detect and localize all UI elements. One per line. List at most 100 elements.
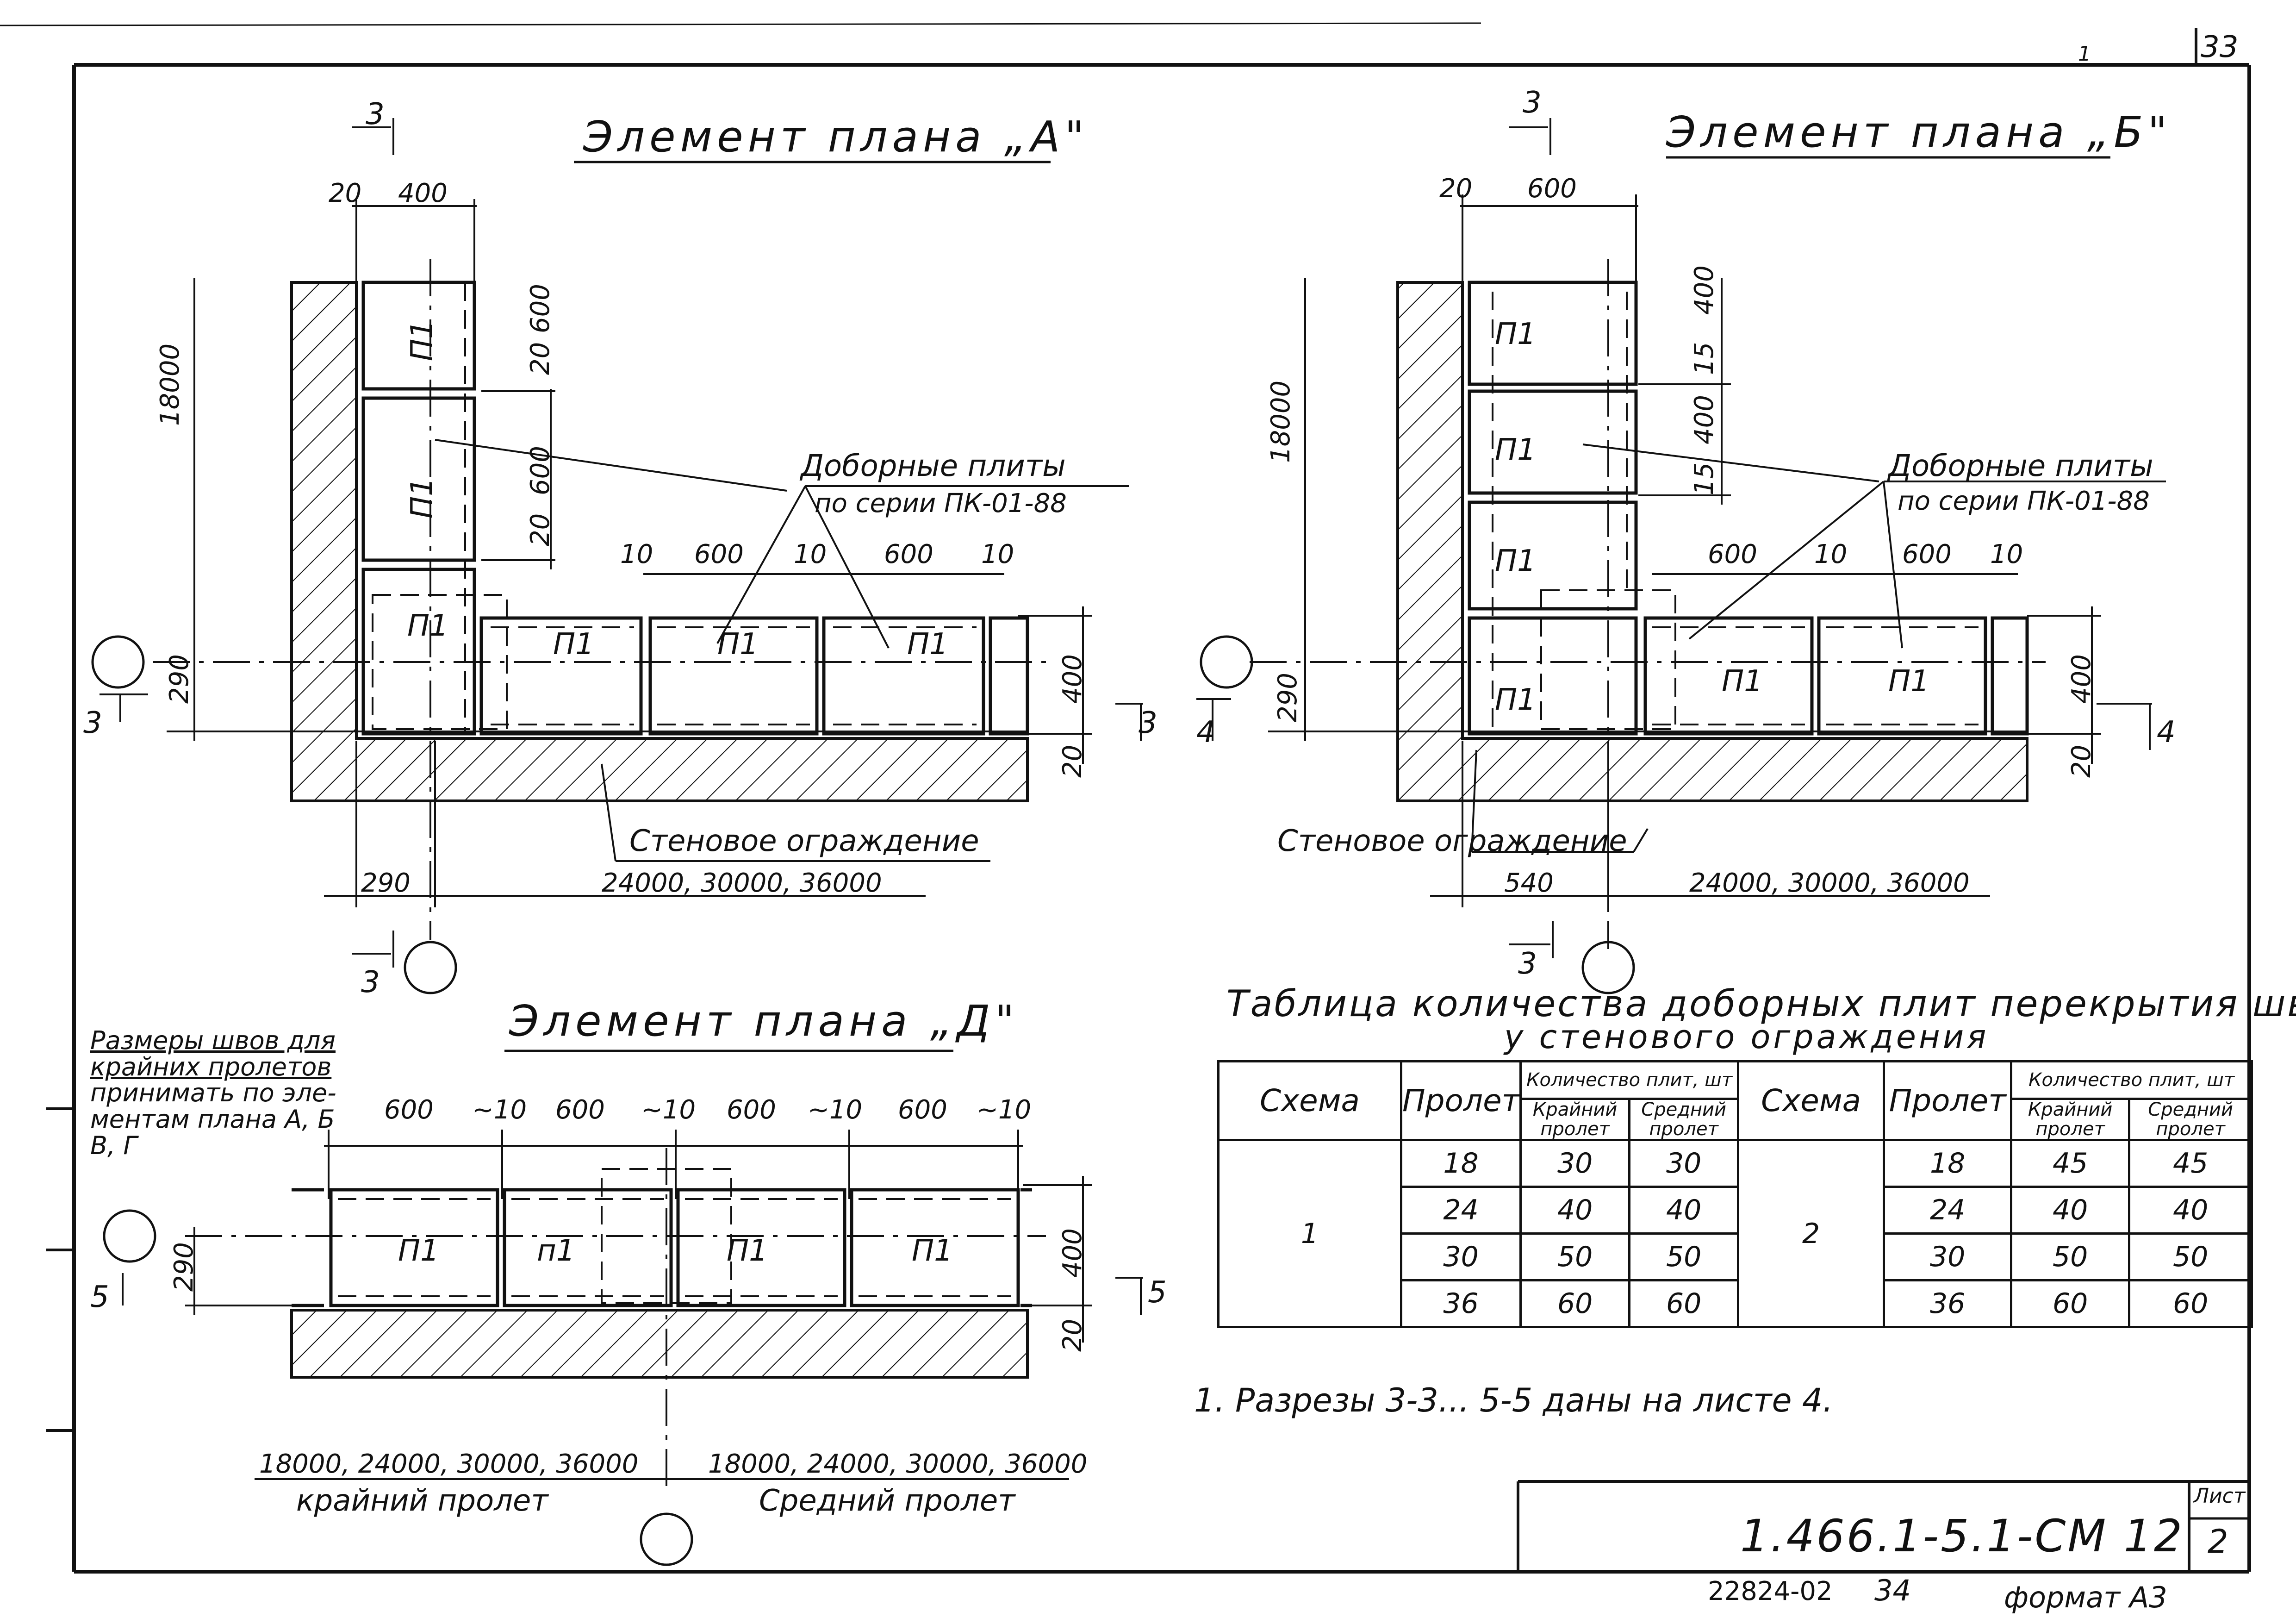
spans-left-label: крайний пролет: [296, 1484, 548, 1518]
slab-a-2: П1: [405, 477, 439, 518]
element-d-plan: [103, 1049, 1143, 1566]
slab-b-3: П1: [1495, 544, 1536, 578]
slab-a-5: П1: [717, 627, 759, 662]
table-title-line1: Таблица количества доборных плит перекры…: [1226, 983, 2296, 1025]
dim-a-10b: 10: [794, 539, 827, 569]
dim-d-sep-1: ~10: [472, 1095, 527, 1125]
sheet-frame: [0, 22, 2251, 1574]
dim-a-20-mid: 20: [525, 342, 555, 375]
note-line-2: крайних пролетов: [90, 1052, 332, 1081]
element-a-title: Элемент плана „А": [583, 112, 1089, 162]
slab-a-4: П1: [553, 627, 594, 662]
dim-b-18000: 18000: [1266, 380, 1296, 463]
hdr-edge-1: Крайний пролет: [1519, 1098, 1631, 1141]
spans-left: 18000, 24000, 30000, 36000: [259, 1449, 639, 1479]
dim-a-600-mid: 600: [525, 446, 555, 495]
cell-edge1-r2: 40: [1519, 1186, 1631, 1235]
dim-b-600a: 600: [1708, 539, 1757, 569]
slab-d-3: П1: [727, 1234, 768, 1268]
hdr-mid-2: Средний пролет: [2128, 1098, 2253, 1141]
cell-edge2-r2: 40: [2010, 1186, 2131, 1235]
cell-span1-r3: 30: [1400, 1232, 1522, 1281]
scheme-1: 1: [1217, 1139, 1402, 1328]
designation: 1.466.1-5.1-СМ 12: [1740, 1510, 2184, 1562]
dim-a-600-top: 600: [525, 284, 555, 333]
dim-d-sep-4: ~10: [977, 1095, 1032, 1125]
dim-a-span: 24000, 30000, 36000: [602, 868, 882, 898]
dim-b-10a: 10: [1814, 539, 1848, 569]
element-d-title: Элемент плана „Д": [509, 996, 1019, 1046]
dim-a-600b: 600: [884, 539, 933, 569]
slab-b-6: П1: [1888, 664, 1929, 699]
spans-right: 18000, 24000, 30000, 36000: [708, 1449, 1088, 1479]
cell-mid1-r4: 60: [1628, 1279, 1740, 1328]
cell-span1-r1: 18: [1400, 1139, 1522, 1188]
dim-d-sep-2: ~10: [641, 1095, 696, 1125]
section-mark-b-left: 4: [1196, 715, 1215, 750]
note-line-4: ментам плана А, Б: [90, 1105, 335, 1134]
section-mark-a-left: 3: [83, 706, 102, 740]
hdr-scheme-2: Схема: [1737, 1060, 1885, 1141]
section-mark-b-right: 4: [2157, 715, 2176, 750]
dim-a-400: 400: [398, 178, 448, 208]
dim-a-18000: 18000: [155, 343, 185, 426]
order-number: 22824-02: [1708, 1576, 1833, 1606]
slab-d-1: П1: [398, 1234, 439, 1268]
hdr-edge-2: Крайний пролет: [2010, 1098, 2131, 1141]
hdr-qty-2: Количество плит, шт: [2010, 1060, 2253, 1100]
dim-d-600-3: 600: [727, 1095, 776, 1125]
cell-edge2-r1: 45: [2010, 1139, 2131, 1188]
slab-a-6: П1: [907, 627, 948, 662]
dim-b-400-mid: 400: [1689, 395, 1719, 444]
cell-mid1-r1: 30: [1628, 1139, 1740, 1188]
dim-a-290-side: 290: [164, 654, 194, 704]
element-d-note: Размеры швов для крайних пролетов приним…: [90, 1026, 336, 1160]
slab-a-1: П1: [405, 320, 439, 361]
dim-b-400-top: 400: [1689, 265, 1719, 315]
section-mark-a-right: 3: [1139, 706, 1157, 740]
dim-d-600-1: 600: [384, 1095, 434, 1125]
slab-d-2: п1: [537, 1234, 575, 1268]
dim-d-20-side: 20: [1058, 1318, 1088, 1352]
sheet-number-top: 33: [2201, 30, 2239, 64]
hdr-span-1: Пролет: [1400, 1060, 1522, 1141]
dim-a-20-side: 20: [1058, 744, 1088, 778]
hdr-qty-1: Количество плит, шт: [1519, 1060, 1740, 1100]
dim-a-600a: 600: [694, 539, 744, 569]
note-line-5: В, Г: [90, 1131, 137, 1160]
callout-a-line2: по серии ПК-01-88: [815, 488, 1067, 518]
format-label: формат А3: [2004, 1580, 2167, 1614]
list-label: Лист: [2194, 1484, 2246, 1508]
cell-span2-r2: 24: [1883, 1186, 2013, 1235]
dim-b-600: 600: [1527, 174, 1577, 204]
note-line-3: принимать по эле-: [90, 1078, 336, 1108]
dim-d-600-4: 600: [898, 1095, 947, 1125]
callout-a-line1: Доборные плиты: [801, 449, 1066, 483]
dim-a-20-low: 20: [525, 513, 555, 546]
dim-d-290-side: 290: [169, 1242, 199, 1292]
scheme-2: 2: [1737, 1139, 1885, 1328]
section-mark-b-top: 3: [1523, 86, 1542, 120]
cell-span1-r2: 24: [1400, 1186, 1522, 1235]
cell-mid1-r3: 50: [1628, 1232, 1740, 1281]
cell-edge1-r4: 60: [1519, 1279, 1631, 1328]
dim-b-20-side: 20: [2066, 744, 2097, 778]
dim-a-10a: 10: [620, 539, 653, 569]
hdr-scheme-1: Схема: [1217, 1060, 1402, 1141]
wall-label-b: Стеновое ограждение: [1277, 824, 1627, 858]
cell-span2-r1: 18: [1883, 1139, 2013, 1188]
dim-a-400-side: 400: [1058, 654, 1088, 704]
cell-edge2-r4: 60: [2010, 1279, 2131, 1328]
section-mark-b-bottom: 3: [1518, 947, 1537, 981]
spec-table: Схема Пролет Количество плит, шт Схема П…: [1217, 1060, 2253, 1328]
slab-a-3: П1: [407, 609, 448, 643]
wall-label-a: Стеновое ограждение: [629, 824, 979, 858]
note-line-1: Размеры швов для: [90, 1026, 336, 1055]
element-a-plan: [91, 118, 1143, 994]
hdr-span-2: Пролет: [1883, 1060, 2013, 1141]
callout-b-line2: по серии ПК-01-88: [1898, 486, 2150, 516]
element-b-title: Элемент плана „Б": [1666, 107, 2172, 157]
spans-right-label: Средний пролет: [759, 1484, 1015, 1518]
footnote: 1. Разрезы 3-3... 5-5 даны на листе 4.: [1194, 1381, 1833, 1419]
